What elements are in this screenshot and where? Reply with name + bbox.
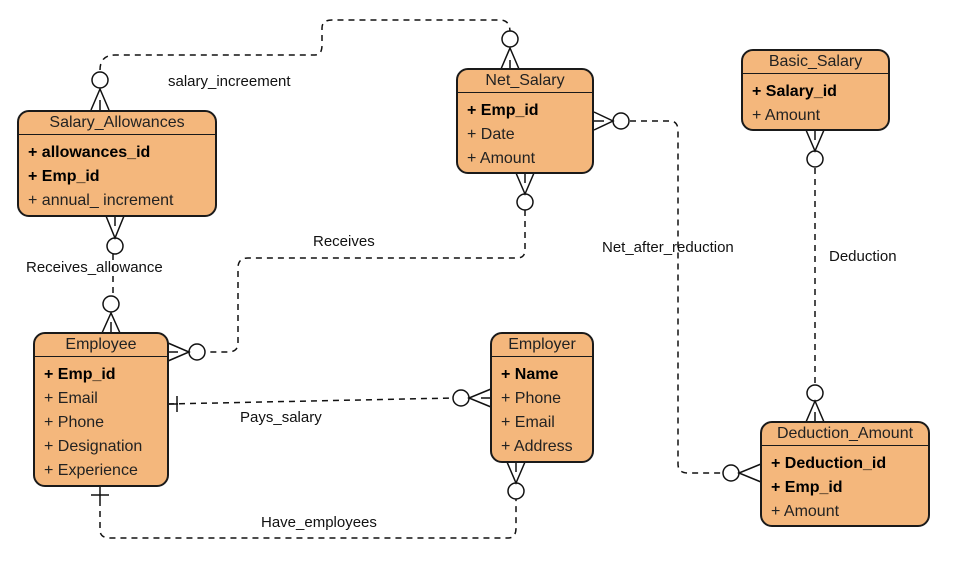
entity-attribute: + Phone (501, 390, 562, 407)
crows-foot-icon (500, 46, 520, 70)
entity-net-salary[interactable]: Net_Salary + Emp_id + Date + Amount (456, 68, 594, 174)
entity-attribute: + Date (467, 126, 515, 143)
entity-attribute: + Email (501, 414, 555, 431)
crows-foot-icon (105, 215, 125, 240)
optional-circle-icon (188, 343, 206, 361)
entity-employee[interactable]: Employee + Emp_id + Email + Phone + Desi… (33, 332, 169, 487)
entity-attribute: + Designation (44, 438, 143, 455)
entity-salary-allowances[interactable]: Salary_Allowances + allowances_id + Emp_… (17, 110, 217, 217)
optional-circle-icon (806, 384, 824, 402)
crows-foot-icon (593, 111, 615, 131)
entity-attribute: + Amount (467, 150, 536, 167)
crows-foot-icon (805, 399, 825, 423)
entity-employer[interactable]: Employer + Name + Phone + Email + Addres… (490, 332, 594, 463)
edge-salary-increement[interactable] (99, 19, 511, 71)
relationship-label: Deduction (829, 248, 897, 265)
crows-foot-icon (506, 461, 526, 485)
one-marker-icon (91, 487, 109, 500)
entity-attribute: + Phone (44, 414, 105, 431)
entity-attribute: + Address (501, 438, 573, 455)
crows-foot-icon (805, 129, 825, 153)
entity-title: Employer (492, 334, 592, 357)
entity-attribute: + annual_ increment (28, 192, 174, 209)
optional-circle-icon (501, 30, 519, 48)
optional-circle-icon (452, 389, 470, 407)
optional-circle-icon (806, 150, 824, 168)
entity-attribute: + Emp_id (771, 479, 843, 496)
relationship-label: Have_employees (261, 514, 377, 531)
crows-foot-icon (167, 342, 191, 362)
entity-title: Net_Salary (458, 70, 592, 93)
optional-circle-icon (612, 112, 630, 130)
optional-circle-icon (507, 482, 525, 500)
entity-title: Salary_Allowances (19, 112, 215, 135)
entity-title: Employee (35, 334, 167, 357)
entity-attribute: + Email (44, 390, 98, 407)
optional-circle-icon (722, 464, 740, 482)
one-marker-icon (168, 396, 178, 412)
crows-foot-icon (467, 388, 492, 408)
entity-attribute: + Emp_id (28, 168, 100, 185)
entity-attribute: + Name (501, 366, 559, 383)
relationship-label: salary_increement (168, 73, 291, 90)
relationship-label: Receives (313, 233, 375, 250)
optional-circle-icon (106, 237, 124, 255)
edge-net-after-reduction[interactable] (630, 120, 722, 474)
edge-have-employees[interactable] (99, 498, 517, 539)
optional-circle-icon (91, 71, 109, 89)
crows-foot-icon (515, 172, 535, 196)
entity-attribute: + Amount (771, 503, 840, 520)
edge-receives[interactable] (206, 210, 526, 353)
entity-attribute: + Emp_id (44, 366, 116, 383)
entity-deduction-amount[interactable]: Deduction_Amount + Deduction_id + Emp_id… (760, 421, 930, 527)
crows-foot-icon (737, 463, 762, 483)
entity-attribute: + Salary_id (752, 83, 837, 100)
entity-title: Deduction_Amount (762, 423, 928, 446)
edge-pays-salary[interactable] (167, 397, 454, 405)
optional-circle-icon (102, 295, 120, 313)
relationship-label: Pays_salary (240, 409, 322, 426)
entity-attribute: + Deduction_id (771, 455, 887, 472)
entity-attribute: + Amount (752, 107, 821, 124)
entity-basic-salary[interactable]: Basic_Salary + Salary_id + Amount (741, 49, 890, 131)
entity-title: Basic_Salary (743, 51, 888, 74)
crows-foot-icon (101, 311, 121, 334)
entity-attribute: + allowances_id (28, 144, 151, 161)
entity-attribute: + Emp_id (467, 102, 539, 119)
optional-circle-icon (516, 193, 534, 211)
crows-foot-icon (90, 87, 110, 111)
entity-attribute: + Experience (44, 462, 138, 479)
relationship-label: Net_after_reduction (602, 239, 734, 256)
relationship-label: Receives_allowance (26, 259, 163, 276)
